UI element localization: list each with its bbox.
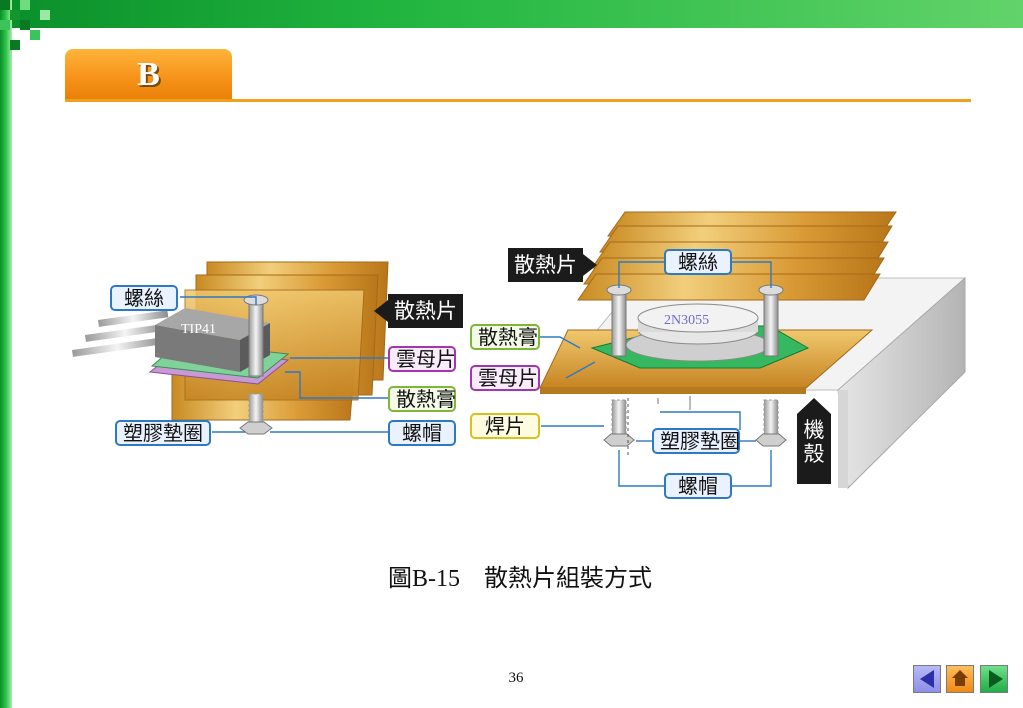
- right-heatsink-label: 散熱片: [508, 248, 597, 282]
- home-button[interactable]: [946, 665, 974, 693]
- right-solder-lug-label: 焊片: [470, 413, 540, 439]
- left-heatsink-label: 散熱片: [374, 294, 463, 328]
- left-screw-label: 螺絲: [110, 285, 178, 311]
- right-screw-label: 螺絲: [664, 249, 732, 275]
- left-mica-label: 雲母片: [388, 346, 456, 372]
- left-nut-label: 螺帽: [388, 420, 456, 446]
- left-banner: [0, 0, 12, 708]
- right-leader-lines: [540, 261, 772, 487]
- right-screws: [603, 284, 787, 456]
- section-tab: B: [65, 49, 232, 101]
- right-nut-label: 螺帽: [664, 473, 732, 499]
- previous-arrow-icon: [920, 670, 934, 688]
- next-slide-button[interactable]: [980, 665, 1008, 693]
- chassis-text: 機殼: [797, 414, 831, 484]
- right-heatsink-text: 散熱片: [514, 253, 577, 277]
- right-thermal-paste-label: 散熱膏: [470, 324, 540, 350]
- section-letter: B: [137, 56, 160, 93]
- right-plastic-washer-label: 塑膠墊圈: [652, 428, 740, 454]
- right-chip-label: 2N3055: [664, 313, 710, 328]
- page-number: 36: [508, 670, 524, 686]
- figure-caption: 圖B-15 散熱片組裝方式: [388, 566, 652, 592]
- left-transistor-leads: [72, 310, 169, 357]
- left-screw: [239, 294, 273, 435]
- top-banner: [0, 0, 1023, 28]
- right-mica-label: 雲母片: [470, 365, 540, 391]
- left-chip-label: TIP41: [181, 322, 216, 337]
- next-arrow-icon: [989, 670, 1003, 688]
- left-plastic-washer-label: 塑膠墊圈: [115, 420, 211, 446]
- left-thermal-paste-label: 散熱膏: [388, 386, 456, 412]
- previous-slide-button[interactable]: [913, 665, 941, 693]
- header-rule: [65, 99, 971, 102]
- left-heatsink-text: 散熱片: [394, 299, 457, 323]
- home-icon: [952, 670, 968, 688]
- left-leader-lines: [180, 296, 388, 433]
- right-mica-and-transistor: [590, 303, 810, 369]
